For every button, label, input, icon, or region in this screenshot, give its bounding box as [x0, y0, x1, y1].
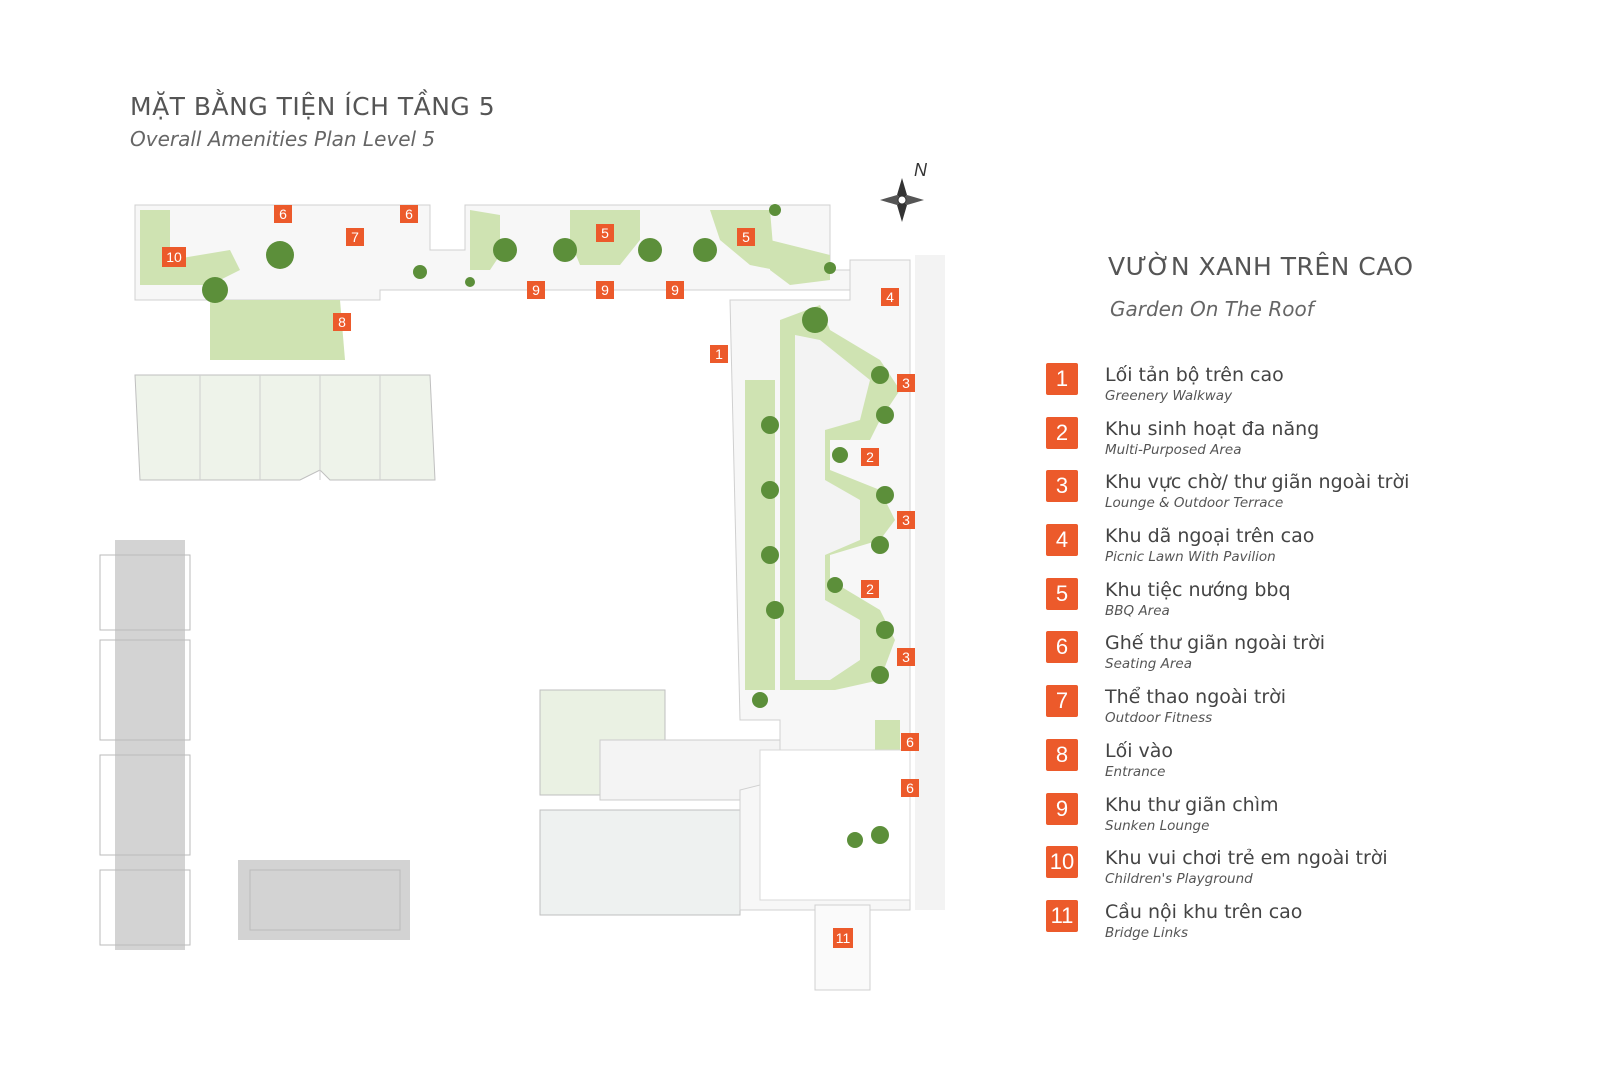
marker: 11 [833, 928, 853, 948]
legend-label-en: Children's Playground [1105, 871, 1253, 888]
legend-number-badge: 8 [1046, 738, 1078, 771]
legend-label-vn: Khu tiệc nướng bbq [1105, 578, 1291, 601]
lower-left-building [238, 860, 410, 940]
marker: 10 [162, 247, 186, 267]
legend-title: VƯỜN XANH TRÊN CAO [1108, 252, 1414, 281]
marker-label: 6 [906, 734, 914, 750]
legend-number-badge: 1 [1046, 363, 1078, 395]
marker: 6 [901, 733, 919, 751]
legend-label-vn: Khu vui chơi trẻ em ngoài trời [1105, 847, 1388, 870]
legend-label-en: Bridge Links [1105, 924, 1188, 941]
marker-label: 7 [351, 229, 359, 245]
legend-number-badge: 5 [1046, 577, 1078, 610]
marker: 3 [897, 648, 915, 666]
legend-number-badge: 10 [1046, 846, 1078, 879]
legend-number-badge: 9 [1046, 792, 1078, 825]
compass-rose-icon [880, 178, 924, 222]
legend-label-vn: Khu thư giãn chìm [1105, 793, 1279, 816]
marker-label: 5 [742, 229, 750, 245]
legend-label-vn: Khu vực chờ/ thư giãn ngoài trời [1105, 471, 1410, 494]
legend-label-vn: Lối tản bộ trên cao [1105, 364, 1284, 386]
marker-label: 3 [902, 649, 910, 665]
legend-label-en: Lounge & Outdoor Terrace [1105, 495, 1284, 512]
plan-title-block: MẶT BẰNG TIỆN ÍCH TẦNG 5 Overall Ameniti… [130, 92, 495, 151]
site-plan: N 6 6 7 10 8 5 5 9 9 9 4 1 3 2 3 2 3 6 6… [99, 160, 945, 991]
marker: 9 [666, 281, 684, 299]
marker-label: 3 [902, 512, 910, 528]
marker-label: 9 [532, 282, 540, 298]
legend-subtitle: Garden On The Roof [1110, 297, 1314, 321]
marker: 2 [861, 448, 879, 466]
legend-number-badge: 4 [1046, 524, 1078, 557]
marker-label: 2 [866, 449, 874, 465]
marker: 8 [333, 313, 351, 331]
marker: 9 [527, 281, 545, 299]
marker: 7 [346, 228, 364, 246]
compass-north-label: N [914, 160, 928, 180]
legend-number-badge: 7 [1046, 685, 1078, 718]
legend-label-vn: Khu sinh hoạt đa năng [1105, 417, 1320, 440]
marker: 3 [897, 511, 915, 529]
marker: 1 [710, 345, 728, 363]
marker-label: 8 [338, 314, 346, 330]
marker: 4 [881, 288, 899, 306]
marker-label: 5 [601, 225, 609, 241]
legend-label-en: Sunken Lounge [1105, 817, 1210, 834]
marker: 6 [901, 779, 919, 797]
legend-number-badge: 11 [1046, 899, 1078, 932]
legend-number-badge: 2 [1046, 416, 1078, 449]
marker: 5 [737, 228, 755, 246]
legend-label-en: Picnic Lawn With Pavilion [1105, 549, 1276, 566]
legend-label-en: Multi-Purposed Area [1105, 441, 1242, 458]
marker: 2 [861, 580, 879, 598]
legend-label-vn: Cầu nội khu trên cao [1105, 900, 1303, 923]
left-building [99, 540, 191, 950]
plan-title: MẶT BẰNG TIỆN ÍCH TẦNG 5 [130, 92, 496, 121]
marker-label: 9 [671, 282, 679, 298]
legend-number-badge: 6 [1046, 631, 1078, 664]
marker-label: 3 [902, 375, 910, 391]
legend-label-vn: Ghế thư giãn ngoài trời [1105, 632, 1325, 655]
marker-label: 6 [279, 206, 287, 222]
tree-icons [202, 204, 894, 848]
legend-header: VƯỜN XANH TRÊN CAO Garden On The Roof [1108, 252, 1414, 321]
marker-label: 10 [166, 249, 182, 265]
legend-label-en: Seating Area [1105, 656, 1192, 673]
legend-label-en: Entrance [1105, 763, 1166, 780]
marker-label: 6 [906, 780, 914, 796]
marker: 6 [400, 205, 418, 223]
legend-label-en: Outdoor Fitness [1105, 710, 1213, 727]
marker-label: 11 [836, 930, 851, 946]
top-left-apartments [134, 374, 436, 481]
marker-label: 4 [886, 289, 894, 305]
legend-number-badge: 3 [1046, 470, 1078, 503]
legend-label-en: BBQ Area [1105, 602, 1170, 619]
marker-label: 6 [405, 206, 413, 222]
marker: 3 [897, 374, 915, 392]
marker-label: 2 [866, 581, 874, 597]
legend-label-vn: Khu dã ngoại trên cao [1105, 525, 1315, 548]
legend-label-vn: Thể thao ngoài trời [1105, 686, 1287, 709]
marker: 6 [274, 205, 292, 223]
marker: 9 [596, 281, 614, 299]
legend-label-en: Greenery Walkway [1105, 388, 1233, 404]
marker-label: 9 [601, 282, 609, 298]
plan-subtitle: Overall Amenities Plan Level 5 [130, 127, 436, 151]
marker: 5 [596, 224, 614, 242]
marker-label: 1 [715, 346, 723, 362]
legend-label-vn: Lối vào [1105, 739, 1174, 762]
